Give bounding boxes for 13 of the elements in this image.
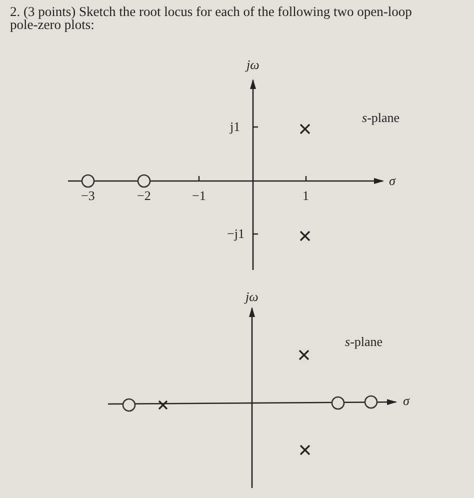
tick-label: j1 — [230, 120, 240, 134]
question-text: 2. (3 points) Sketch the root locus for each of the following two open-loop pole-zero plots: — [10, 5, 413, 31]
tick-label: −1 — [192, 189, 206, 203]
axis-label: jω — [246, 290, 258, 304]
tick-label: −j1 — [227, 227, 244, 241]
tick-label: 1 — [302, 189, 309, 203]
plane-label: s-plane — [345, 335, 383, 349]
tick-label: −3 — [81, 189, 95, 203]
axis-label: σ — [389, 174, 396, 188]
tick-label: −2 — [137, 189, 151, 203]
plane-label: s-plane — [362, 111, 400, 125]
axis-label: σ — [403, 394, 410, 408]
axis-label: jω — [246, 58, 260, 72]
